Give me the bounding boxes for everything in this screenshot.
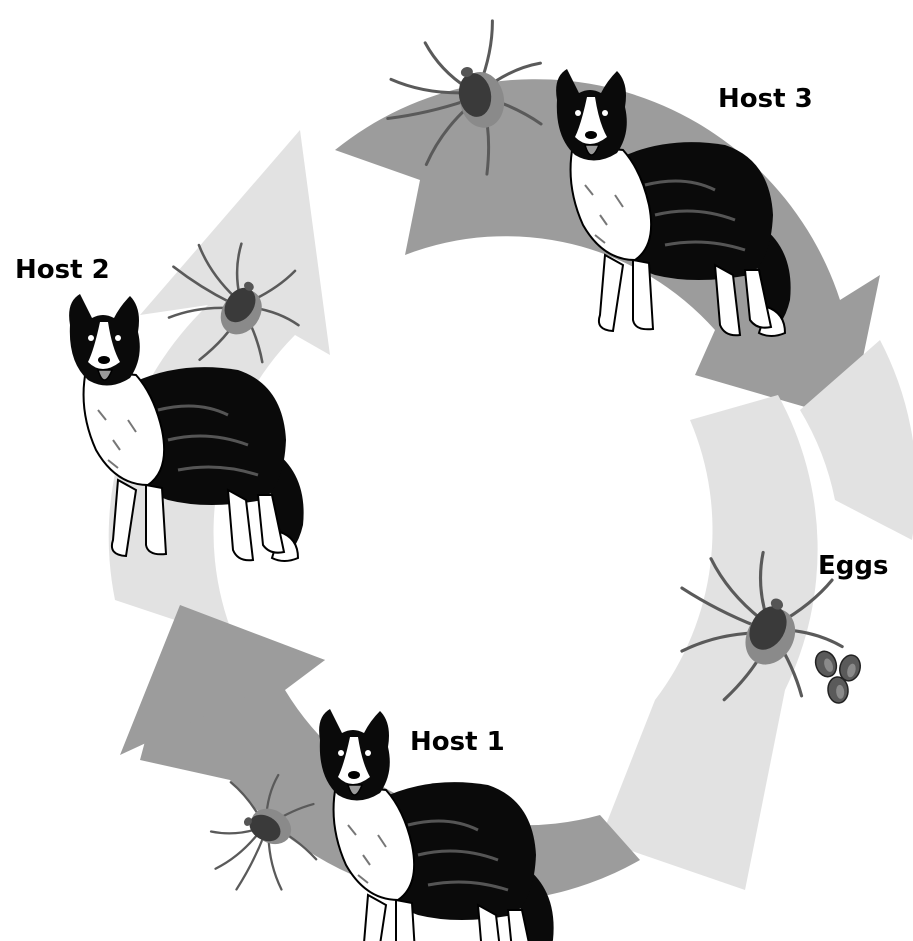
label-host2: Host 2: [15, 255, 110, 285]
label-host1: Host 1: [410, 727, 505, 757]
arrow-eggs-to-host1: [600, 395, 818, 890]
label-host3: Host 3: [718, 84, 813, 114]
arrow-eggs-to-host1-tail: [800, 340, 913, 540]
label-eggs: Eggs: [818, 551, 888, 581]
tick-eggs-icon: [811, 647, 864, 705]
arrow-host1-to-host2-tip-cover: [120, 605, 325, 755]
